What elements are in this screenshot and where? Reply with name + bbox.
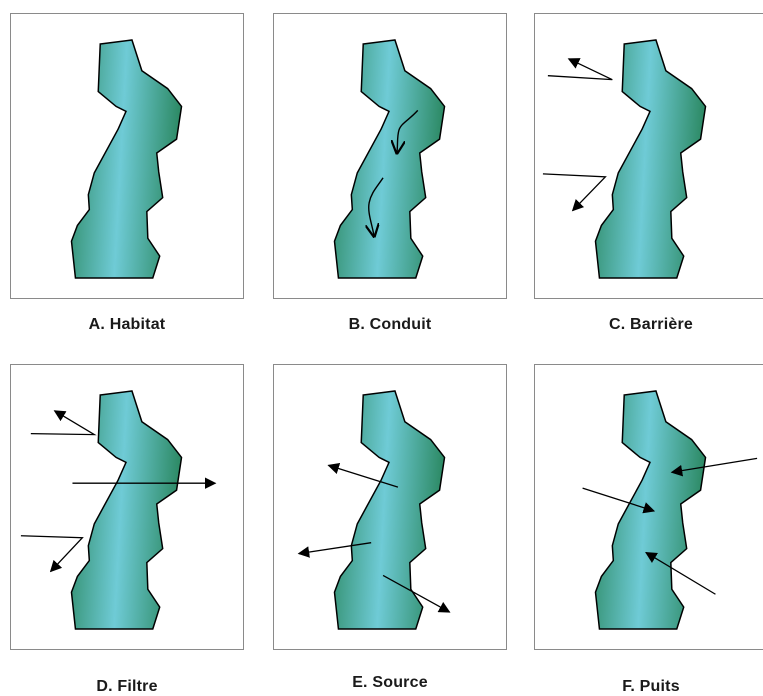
outflow-arrow-1 — [327, 462, 399, 488]
panel-puits — [534, 364, 763, 650]
diagram-habitat — [70, 39, 183, 279]
corridor-shape — [594, 39, 707, 279]
caption-barriere: C. Barrière — [608, 316, 694, 333]
flow-arrow-1 — [397, 109, 419, 153]
corridor-shape — [70, 39, 183, 279]
inflow-arrow-2 — [582, 487, 656, 514]
panel-source — [273, 364, 507, 650]
deflect-arrow-1 — [30, 410, 97, 436]
caption-habitat: A. Habitat — [88, 316, 166, 333]
deflect-arrow-1 — [547, 58, 613, 81]
caption-source: E. Source — [352, 674, 428, 691]
diagram-conduit — [333, 39, 446, 279]
diagram-puits — [582, 390, 758, 630]
panel-filtre — [10, 364, 244, 650]
deflect-arrow-2 — [542, 173, 607, 212]
corridor-shape — [333, 39, 446, 279]
flow-arrow-2 — [369, 177, 384, 236]
caption-puits: F. Puits — [622, 678, 680, 695]
diagram-barriere — [542, 39, 707, 279]
caption-conduit: B. Conduit — [348, 316, 432, 333]
outflow-arrow-2 — [297, 542, 372, 558]
diagram-filtre — [20, 390, 217, 630]
deflect-arrow-2 — [20, 535, 84, 573]
panel-conduit — [273, 13, 507, 299]
panel-barriere — [534, 13, 763, 299]
caption-filtre: D. Filtre — [96, 678, 158, 695]
inflow-arrow-1 — [670, 457, 758, 477]
panel-habitat — [10, 13, 244, 299]
corridor-shape — [70, 390, 183, 630]
corridor-shape — [333, 390, 446, 630]
diagram-source — [297, 390, 451, 630]
inflow-arrow-3 — [645, 552, 716, 595]
outflow-arrow-3 — [382, 574, 451, 613]
